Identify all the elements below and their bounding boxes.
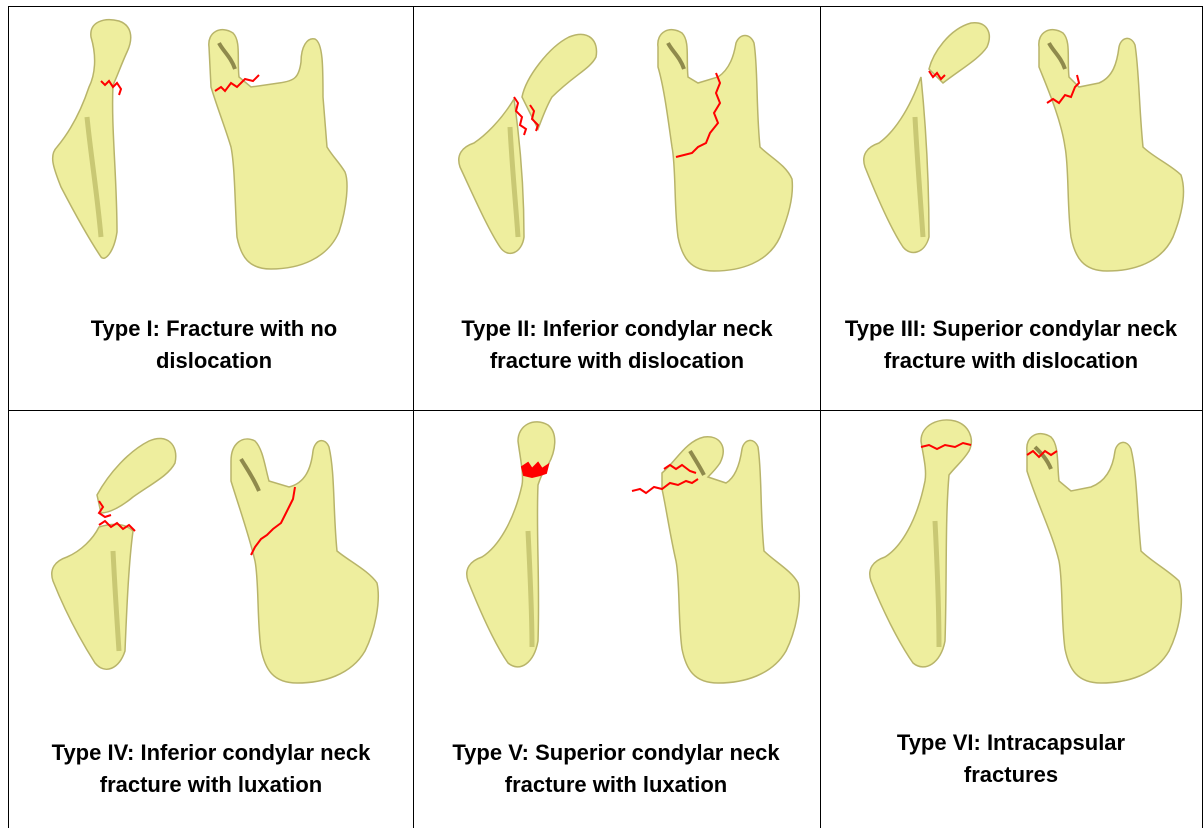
fracture-classification-table: Type I: Fracture with no dislocation Typ… <box>8 6 1203 828</box>
type-2-frontal-view <box>658 30 793 271</box>
type-2-bone-illustration <box>414 7 820 297</box>
type-3-frontal-view <box>1039 30 1184 271</box>
caption-type-4: Type IV: Inferior condylar neck fracture… <box>15 737 407 801</box>
type-5-bone-illustration <box>414 411 820 711</box>
panel-type-5: Type V: Superior condylar neck fracture … <box>414 411 820 827</box>
panel-type-3: Type III: Superior condylar neck fractur… <box>821 7 1202 410</box>
type-4-bone-illustration <box>9 411 413 711</box>
type-5-lateral-view <box>467 422 555 667</box>
mandible-front-view <box>658 30 793 271</box>
caption-type-6: Type VI: Intracapsular fractures <box>871 727 1151 791</box>
panel-type-1: Type I: Fracture with no dislocation <box>9 7 413 410</box>
type-3-bone-illustration <box>821 7 1202 297</box>
type-4-frontal-view <box>231 439 378 683</box>
caption-type-1: Type I: Fracture with no dislocation <box>69 313 359 377</box>
condyle-ramus-side-view <box>467 422 555 667</box>
caption-type-2: Type II: Inferior condylar neck fracture… <box>424 313 810 377</box>
type-1-lateral-view <box>53 20 131 259</box>
panel-type-4: Type IV: Inferior condylar neck fracture… <box>9 411 413 827</box>
panel-type-6: Type VI: Intracapsular fractures <box>821 411 1202 827</box>
mandible-front-view <box>1027 434 1182 683</box>
caption-type-5: Type V: Superior condylar neck fracture … <box>420 737 812 801</box>
type-1-bone-illustration <box>9 7 413 297</box>
mandible-front-view <box>662 437 799 683</box>
panel-type-2: Type II: Inferior condylar neck fracture… <box>414 7 820 410</box>
luxated-condyle-fragment <box>97 438 176 513</box>
mandible-front-view <box>1039 30 1184 271</box>
mandible-front-view <box>209 30 347 269</box>
type-4-lateral-view <box>52 438 176 669</box>
type-6-bone-illustration <box>821 411 1202 711</box>
type-1-frontal-view <box>209 30 347 269</box>
caption-type-3: Type III: Superior condylar neck fractur… <box>841 313 1181 377</box>
type-6-frontal-view <box>1027 434 1182 683</box>
type-3-lateral-view <box>864 23 990 253</box>
condyle-ramus-side-view <box>870 420 972 667</box>
type-6-lateral-view <box>870 420 972 667</box>
type-5-frontal-view <box>632 437 799 683</box>
type-2-lateral-view <box>459 34 597 253</box>
